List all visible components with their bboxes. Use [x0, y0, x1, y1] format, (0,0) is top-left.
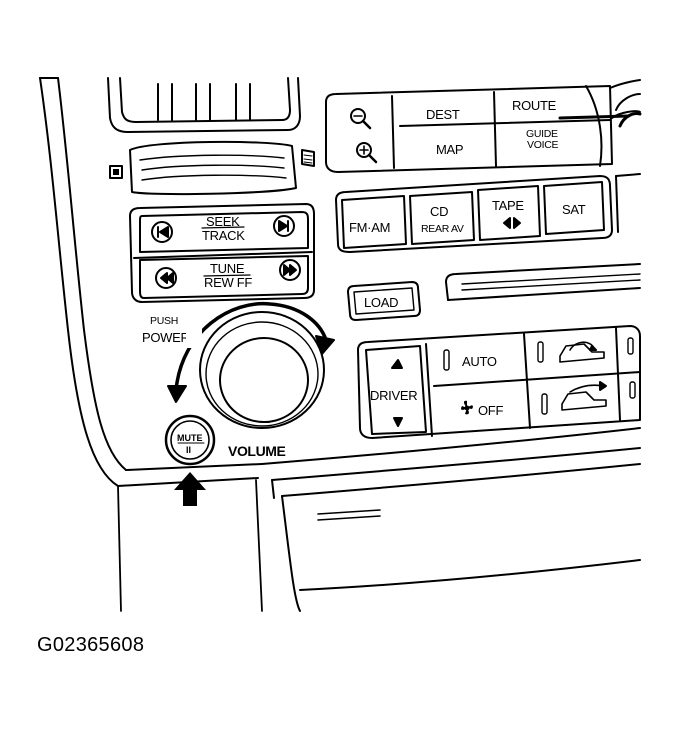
load-label: LOAD — [364, 295, 398, 310]
curved-arrow-icon — [167, 301, 335, 403]
dest-button[interactable]: DEST — [426, 107, 460, 122]
skip-back-icon — [151, 221, 173, 243]
voice-label: VOICE — [527, 139, 558, 151]
guide-voice-button[interactable]: GUIDE VOICE — [526, 128, 559, 151]
fresh-air-button[interactable] — [541, 381, 607, 415]
car-recirculation-icon — [559, 341, 605, 363]
map-button[interactable]: MAP — [436, 142, 464, 157]
mute-button[interactable]: MUTE II — [164, 414, 216, 466]
route-label: ROUTE — [512, 98, 557, 113]
off-label: OFF — [478, 403, 503, 418]
auto-indicator — [443, 349, 450, 371]
pause-label: II — [186, 445, 191, 455]
cd-rear-av-button[interactable]: CD REAR AV — [409, 191, 475, 245]
guide-label: GUIDE — [526, 128, 558, 140]
rear-av-label: REAR AV — [421, 223, 464, 235]
skip-forward-icon — [273, 215, 295, 237]
navigation-buttons — [325, 85, 613, 173]
cd-slot — [445, 263, 641, 301]
tune-rew-ff-button[interactable]: TUNE REW FF — [139, 255, 309, 299]
zoom-out-button[interactable] — [350, 108, 372, 130]
left-right-triangles-icon — [503, 217, 521, 229]
seek-track-button[interactable]: SEEK TRACK — [139, 211, 309, 253]
fm-am-label: FM·AM — [349, 220, 390, 235]
dash-bezel — [39, 77, 641, 612]
audio-source-block — [335, 173, 641, 253]
volume-label: VOLUME — [228, 443, 286, 459]
dest-label: DEST — [426, 107, 460, 122]
storage-tray — [271, 447, 641, 612]
vent-open-icon — [301, 149, 315, 167]
fm-am-button[interactable]: FM·AM — [341, 195, 407, 249]
up-arrow-icon — [174, 472, 206, 506]
recirc-indicator — [537, 341, 544, 363]
fan-icon — [461, 400, 473, 415]
seek-label: SEEK — [206, 214, 240, 229]
magnifier-minus-icon — [350, 108, 366, 124]
car-fresh-air-icon — [561, 381, 607, 411]
fresh-indicator — [541, 393, 548, 415]
climate-block — [357, 325, 641, 439]
figure-id: G02365608 — [37, 634, 145, 656]
sat-label: SAT — [562, 202, 586, 217]
climate-right-partial[interactable] — [627, 337, 636, 399]
vent-thumbwheel[interactable] — [109, 140, 315, 196]
recirculation-button[interactable] — [537, 341, 605, 363]
zoom-in-button[interactable] — [356, 142, 378, 164]
fast-forward-icon — [279, 259, 301, 281]
fan-off-button[interactable]: OFF — [461, 400, 504, 418]
rew-ff-label: REW FF — [204, 275, 252, 290]
tune-label: TUNE — [210, 261, 245, 276]
route-button[interactable]: ROUTE — [512, 98, 557, 113]
driver-label: DRIVER — [370, 388, 417, 403]
magnifier-plus-icon — [356, 142, 372, 158]
sat-button[interactable]: SAT — [543, 181, 605, 235]
cd-label: CD — [430, 204, 448, 219]
push-label: PUSH — [150, 315, 178, 327]
power-label: POWER — [142, 330, 190, 345]
auto-button[interactable]: AUTO — [443, 349, 497, 371]
auto-label: AUTO — [462, 354, 497, 369]
mute-label: MUTE — [177, 433, 203, 443]
map-label: MAP — [436, 142, 463, 157]
air-vent — [107, 77, 301, 133]
track-label: TRACK — [202, 228, 245, 243]
rewind-icon — [155, 267, 177, 289]
down-triangle-icon — [393, 417, 403, 427]
tape-button[interactable]: TAPE — [477, 185, 541, 241]
seek-tune-block — [129, 203, 315, 303]
up-triangle-icon — [391, 359, 403, 369]
tune-knob-partial[interactable] — [558, 79, 642, 128]
tape-label: TAPE — [492, 198, 524, 213]
volume-power-knob[interactable] — [199, 311, 325, 429]
load-button[interactable]: LOAD — [347, 281, 421, 321]
vent-close-icon — [109, 165, 123, 179]
driver-temp-button[interactable]: DRIVER — [365, 345, 427, 435]
